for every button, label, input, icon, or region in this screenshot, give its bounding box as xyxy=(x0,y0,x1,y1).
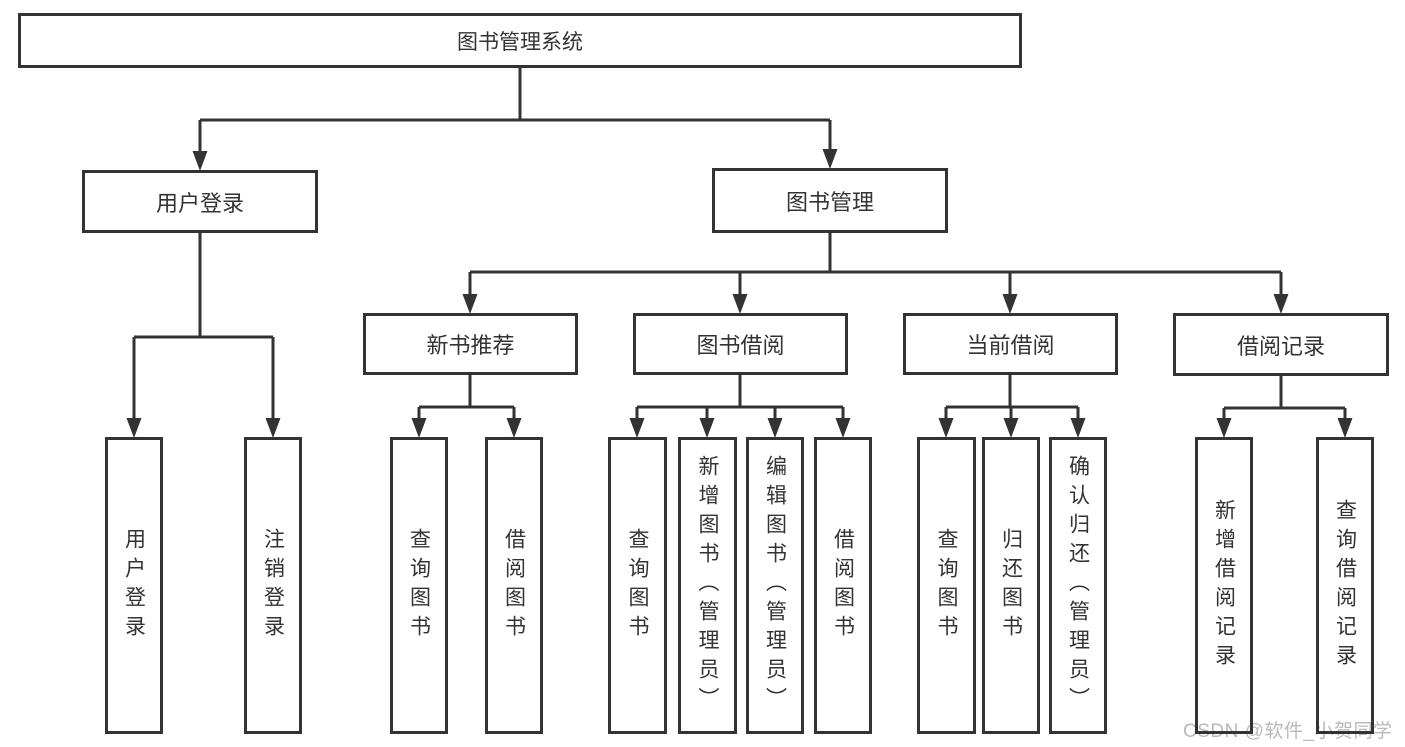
leaf-query-books-recommend: 查询图书 xyxy=(390,437,448,734)
leaf-borrow-books-borrowing: 借阅图书 xyxy=(814,437,872,734)
arrowheads-user-login-split xyxy=(126,418,281,438)
node-user-login: 用户登录 xyxy=(82,170,318,233)
leaf-confirm-return-admin: 确认归还（管理员） xyxy=(1049,437,1107,734)
connector-user-login-split xyxy=(132,233,275,420)
arrowheads-borrow-records-split xyxy=(1216,418,1353,438)
leaf-user-login: 用户登录 xyxy=(105,437,163,734)
leaf-query-books-current: 查询图书 xyxy=(917,437,976,734)
watermark: CSDN @软件_小贺同学 xyxy=(1183,721,1393,742)
arrowheads-book-borrow-split xyxy=(629,418,851,438)
node-current-borrowing: 当前借阅 xyxy=(903,313,1118,375)
leaf-query-books-borrowing: 查询图书 xyxy=(608,437,667,734)
leaf-add-books-admin: 新增图书（管理员） xyxy=(678,437,737,734)
node-root: 图书管理系统 xyxy=(18,13,1022,68)
leaf-borrow-books-recommend: 借阅图书 xyxy=(485,437,543,734)
connector-book-mgmt-to-level3 xyxy=(468,233,1283,296)
node-borrowing-records: 借阅记录 xyxy=(1173,313,1389,376)
arrowheads-current-borrow-split xyxy=(938,418,1086,438)
node-book-management: 图书管理 xyxy=(712,168,948,233)
connector-borrow-records-split xyxy=(1222,376,1347,420)
node-new-book-recommend: 新书推荐 xyxy=(363,313,578,375)
leaf-query-borrow-record: 查询借阅记录 xyxy=(1316,437,1374,734)
leaf-edit-books-admin: 编辑图书（管理员） xyxy=(746,437,804,734)
connector-current-borrow-split xyxy=(944,375,1080,420)
leaf-return-books: 归还图书 xyxy=(982,437,1040,734)
leaf-logout: 注销登录 xyxy=(244,437,302,734)
leaf-add-borrow-record: 新增借阅记录 xyxy=(1195,437,1253,734)
connector-new-book-split xyxy=(417,375,516,420)
connector-book-borrow-split xyxy=(635,375,845,420)
connector-root-to-level2 xyxy=(198,68,832,153)
node-book-borrowing: 图书借阅 xyxy=(633,313,848,375)
arrowheads-new-book-split xyxy=(411,418,522,438)
arrowheads-book-mgmt-to-level3 xyxy=(462,294,1289,314)
